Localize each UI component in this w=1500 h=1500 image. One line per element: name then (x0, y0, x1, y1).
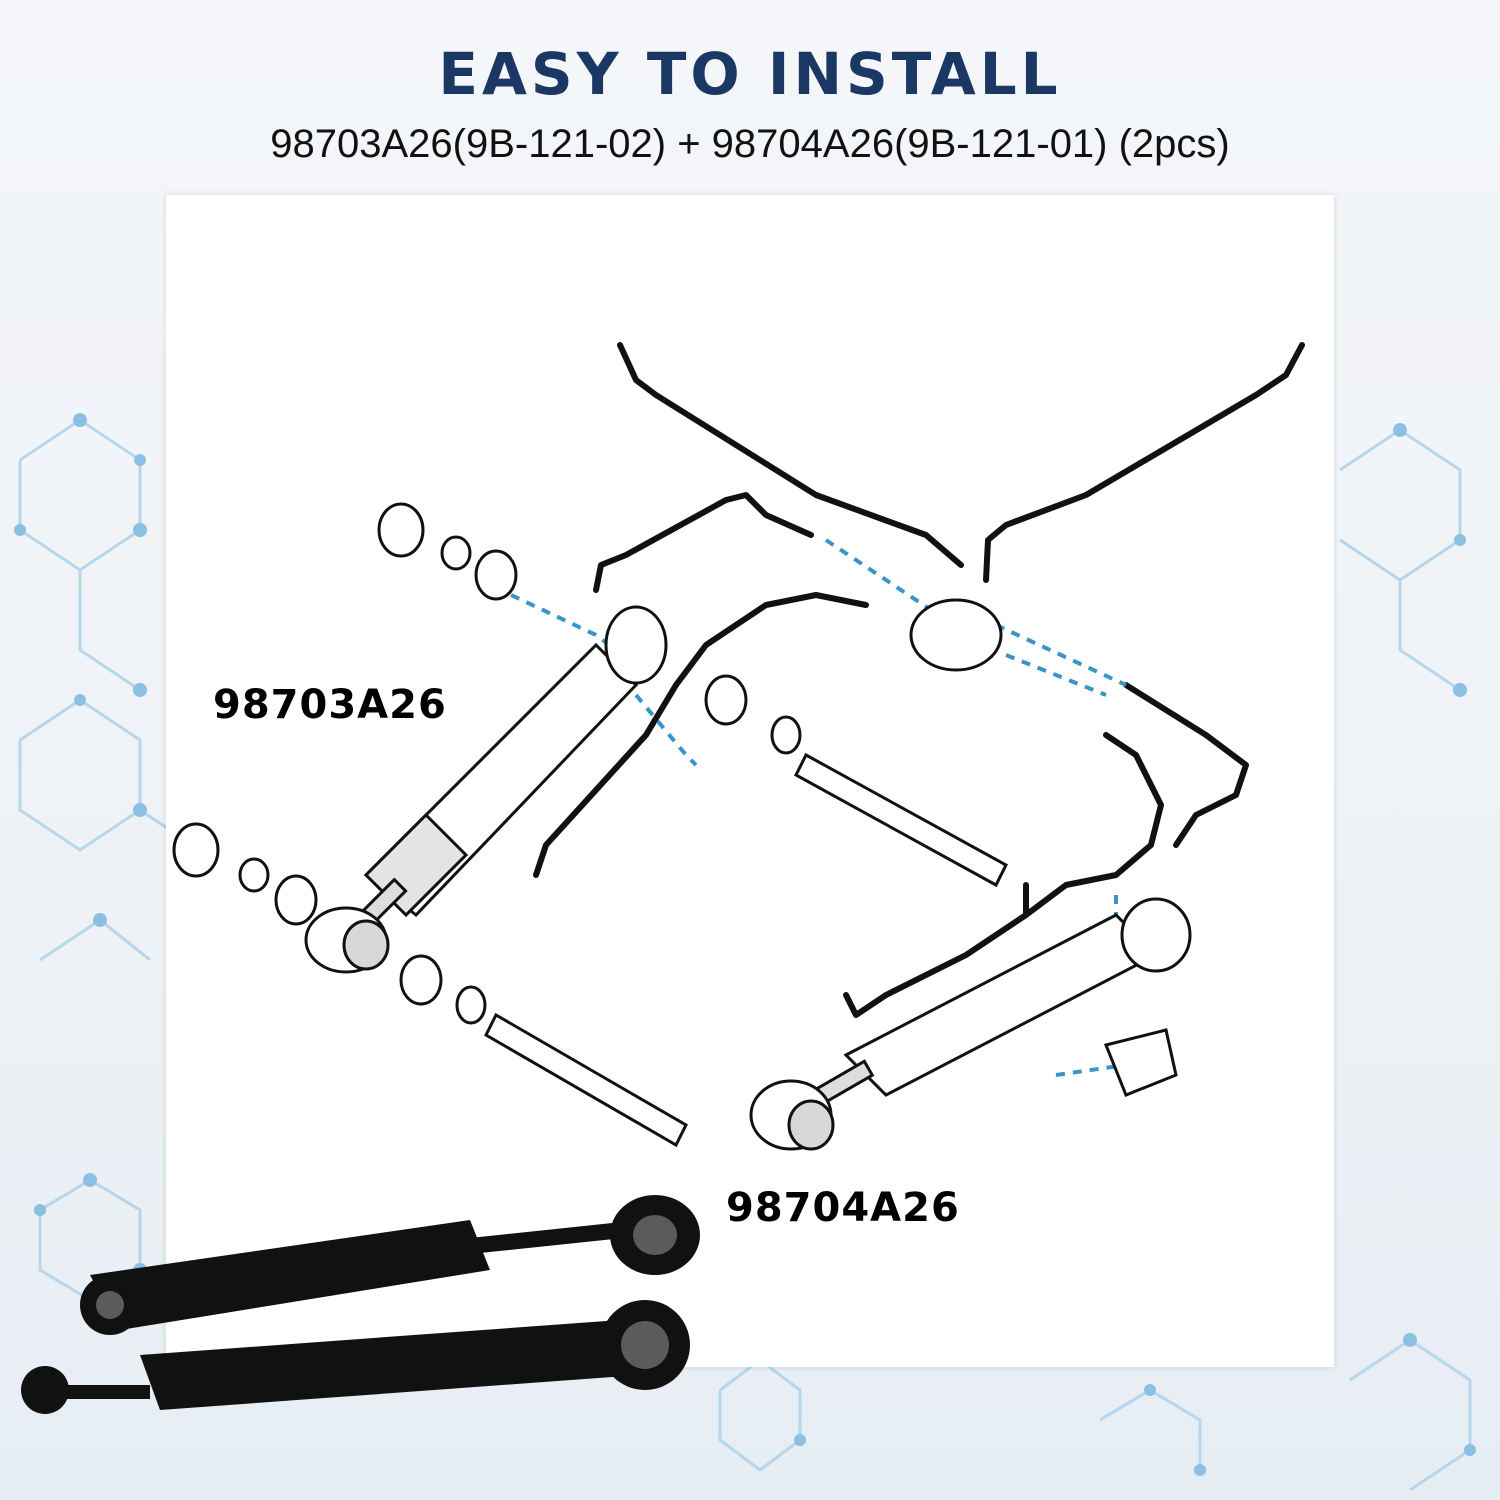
part-numbers-subtitle: 98703A26(9B-121-02) + 98704A26(9B-121-01… (270, 122, 1230, 166)
hose-right-arc (1023, 732, 1164, 918)
cylinder-upper-end (604, 605, 668, 685)
hose-upper-right (983, 342, 1305, 583)
pin-lower (484, 1012, 688, 1148)
cylinder-photo-bottom (140, 1320, 640, 1410)
hose-mid-arc (593, 492, 814, 593)
diagram-panel (166, 195, 1334, 1367)
page-title: EASY TO INSTALL (438, 40, 1062, 108)
cylinder-lower-end (1120, 897, 1192, 973)
hose-right-outer (1123, 682, 1249, 848)
hose-left-long (533, 592, 869, 878)
part-label-98703A26: 98703A26 (213, 682, 447, 728)
hose-upper-left (617, 342, 964, 568)
pin-upper (794, 752, 1008, 888)
hose-lower-right (843, 882, 1029, 1018)
product-photo (21, 1195, 700, 1414)
part-label-98704A26: 98704A26 (726, 1185, 960, 1231)
valve-block (909, 598, 1003, 672)
cylinder-photo-top (90, 1220, 490, 1330)
exploded-parts-diagram (172, 342, 1305, 1151)
clip (1103, 1028, 1178, 1097)
